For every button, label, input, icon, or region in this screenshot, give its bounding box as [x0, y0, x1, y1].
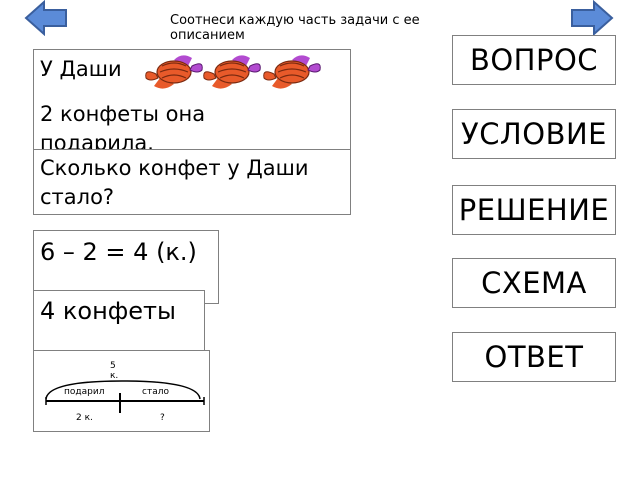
label-condition[interactable]: УСЛОВИЕ	[452, 109, 616, 159]
scheme-given: подарил	[64, 387, 105, 397]
scheme-given-value: 2 к.	[76, 413, 93, 423]
scheme-card[interactable]: 5 к. подарил стало 2 к. ?	[33, 350, 210, 432]
scheme-diagram	[45, 380, 205, 413]
candy-group	[142, 52, 342, 92]
label-answer[interactable]: ОТВЕТ	[452, 332, 616, 382]
question-card[interactable]: Сколько конфет у Даши стало?	[33, 149, 351, 215]
candy-icon	[263, 55, 321, 89]
scheme-total: 5 к.	[110, 361, 119, 381]
label-question[interactable]: ВОПРОС	[452, 35, 616, 85]
condition-line1: У Даши	[40, 57, 122, 81]
left-arrow-icon	[24, 0, 67, 37]
right-arrow-icon	[571, 0, 614, 37]
label-solution[interactable]: РЕШЕНИЕ	[452, 185, 616, 235]
scheme-left-value: ?	[160, 413, 165, 423]
instruction-text: Соотнеси каждую часть задачи с ее описан…	[170, 13, 420, 43]
label-scheme[interactable]: СХЕМА	[452, 258, 616, 308]
next-button[interactable]	[570, 0, 614, 37]
condition-line2: 2 конфеты она подарила.	[40, 102, 206, 155]
prev-button[interactable]	[24, 0, 68, 37]
scheme-left: стало	[142, 387, 169, 397]
candy-icon	[145, 55, 203, 89]
candy-icon	[203, 55, 261, 89]
condition-card[interactable]: У Даши 2 конфеты она подарила.	[33, 49, 351, 159]
